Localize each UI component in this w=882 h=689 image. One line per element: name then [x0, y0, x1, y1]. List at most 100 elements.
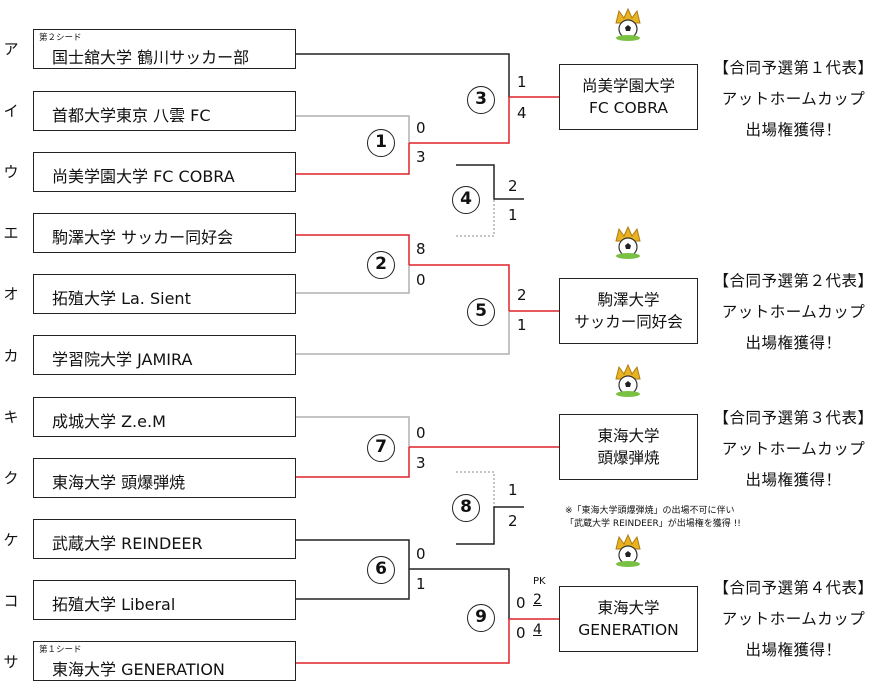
- qual-rank: 【合同予選第１代表】: [713, 59, 874, 77]
- score-m7-top: 0: [416, 424, 426, 442]
- qualification-text-2: 【合同予選第２代表】 アットホームカップ 出場権獲得！: [705, 266, 882, 359]
- qual-rank: 【合同予選第３代表】: [713, 409, 874, 427]
- qualification-text-3: 【合同予選第３代表】 アットホームカップ 出場権獲得！: [705, 403, 882, 496]
- score-m3-bottom: 4: [517, 104, 527, 122]
- qual-cup: アットホームカップ: [721, 303, 866, 321]
- team-box: 首都大学東京 八雲 FC: [33, 91, 296, 131]
- team-name: 成城大学 Z.e.M: [52, 412, 166, 431]
- team-box: 拓殖大学 Liberal: [33, 580, 296, 620]
- match-number-3: 3: [467, 86, 495, 114]
- score-m6-top: 0: [416, 545, 426, 563]
- team-name: 東海大学 頭爆弾焼: [52, 473, 186, 492]
- crown-soccer-ball-icon: [615, 7, 641, 41]
- match-number-8: 8: [452, 494, 480, 522]
- qualification-text-4: 【合同予選第４代表】 アットホームカップ 出場権獲得！: [705, 573, 882, 666]
- line-m8-top: [456, 471, 495, 507]
- winner-box-1: 尚美学園大学 FC COBRA: [559, 64, 698, 130]
- match-number-5: 5: [467, 298, 495, 326]
- note-line-1: ※「東海大学頭爆弾焼」の出場不可に伴い: [565, 506, 735, 516]
- qual-cup: アットホームカップ: [721, 440, 866, 458]
- team-name: 東海大学 GENERATION: [52, 660, 225, 679]
- row-label-o: オ: [3, 285, 19, 303]
- team-name: 国士舘大学 鶴川サッカー部: [52, 48, 250, 67]
- line-m2-top: [296, 234, 410, 265]
- score-m4-top: 2: [508, 177, 518, 195]
- row-label-sa: サ: [3, 653, 19, 671]
- qual-status: 出場権獲得！: [745, 334, 842, 352]
- winner-line1: 東海大学: [597, 599, 660, 617]
- qual-status: 出場権獲得！: [745, 471, 842, 489]
- match-number-6: 6: [367, 556, 395, 584]
- score-m7-bottom: 3: [416, 454, 426, 472]
- line-m4-bottom: [456, 199, 495, 237]
- team-box: 東海大学 頭爆弾焼: [33, 458, 296, 498]
- score-m8-top: 1: [508, 481, 518, 499]
- score-m3-top: 1: [517, 73, 527, 91]
- line-m6-bottom: [296, 569, 410, 600]
- row-label-i: イ: [3, 102, 19, 120]
- line-m7-bottom: [296, 447, 410, 478]
- line-m1-bottom: [296, 143, 410, 175]
- team-box: 拓殖大学 La. Sient: [33, 274, 296, 314]
- line-m1-top: [296, 115, 410, 143]
- winner-line1: 東海大学: [597, 427, 660, 445]
- winner-box-4: 東海大学 GENERATION: [559, 586, 698, 652]
- score-m2-bottom: 0: [416, 271, 426, 289]
- line-m9-bottom: [296, 619, 510, 664]
- team-box: 武蔵大学 REINDEER: [33, 519, 296, 559]
- line-m5-top: [409, 264, 510, 311]
- winner-line1: 尚美学園大学: [581, 77, 675, 95]
- team-box: 第２シード 国士舘大学 鶴川サッカー部: [33, 29, 296, 69]
- score-m8-bottom: 2: [508, 512, 518, 530]
- line-m2-bottom: [296, 265, 410, 294]
- crown-soccer-ball-icon: [615, 363, 641, 397]
- pk-score-top: 2: [533, 592, 542, 608]
- line-m7-top: [296, 416, 410, 447]
- team-box: 第１シード 東海大学 GENERATION: [33, 641, 296, 681]
- qual-status: 出場権獲得！: [745, 121, 842, 139]
- qualification-text-1: 【合同予選第１代表】 アットホームカップ 出場権獲得！: [705, 53, 882, 146]
- line-m3-top: [296, 53, 510, 97]
- seed-label: 第１シード: [39, 645, 82, 655]
- qual-cup: アットホームカップ: [721, 90, 866, 108]
- pk-label: PK: [533, 576, 546, 587]
- score-m2-top: 8: [416, 240, 426, 258]
- row-label-a: ア: [3, 40, 19, 58]
- note-line-2: 「武蔵大学 REINDEER」が出場権を獲得 !!: [565, 519, 741, 529]
- score-m6-bottom: 1: [416, 575, 426, 593]
- winner-line1: 駒澤大学: [597, 291, 660, 309]
- qual-cup: アットホームカップ: [721, 610, 866, 628]
- team-name: 拓殖大学 Liberal: [52, 595, 176, 614]
- winner-line2: サッカー同好会: [574, 313, 683, 331]
- score-m4-bottom: 1: [508, 206, 518, 224]
- score-m9-top: 0: [516, 594, 526, 612]
- match-number-4: 4: [452, 186, 480, 214]
- winner-box-3: 東海大学 頭爆弾焼: [559, 414, 698, 480]
- team-box: 尚美学園大学 FC COBRA: [33, 152, 296, 192]
- score-m5-top: 2: [517, 286, 527, 304]
- line-m6-top: [296, 539, 410, 569]
- line-m3-bottom: [409, 97, 510, 144]
- winner-line2: 頭爆弾焼: [597, 449, 660, 467]
- match-number-1: 1: [367, 129, 395, 157]
- line-m4-top: [456, 164, 524, 200]
- winner-box-2: 駒澤大学 サッカー同好会: [559, 278, 698, 344]
- replacement-note: ※「東海大学頭爆弾焼」の出場不可に伴い 「武蔵大学 REINDEER」が出場権を…: [565, 505, 741, 531]
- row-label-ki: キ: [3, 408, 19, 426]
- row-label-ko: コ: [3, 592, 19, 610]
- crown-soccer-ball-icon: [615, 225, 641, 259]
- match-number-7: 7: [367, 434, 395, 462]
- line-m9-top: [409, 568, 510, 619]
- pk-score-bottom: 4: [533, 622, 542, 638]
- match-number-2: 2: [367, 251, 395, 279]
- score-m1-bottom: 3: [416, 148, 426, 166]
- team-box: 成城大学 Z.e.M: [33, 397, 296, 437]
- row-label-e: エ: [3, 224, 19, 242]
- score-m1-top: 0: [416, 119, 426, 137]
- team-name: 武蔵大学 REINDEER: [52, 534, 203, 553]
- line-m8-bottom: [456, 506, 524, 545]
- team-name: 拓殖大学 La. Sient: [52, 289, 191, 308]
- row-label-u: ウ: [3, 163, 19, 181]
- seed-label: 第２シード: [39, 33, 82, 43]
- team-box: 学習院大学 JAMIRA: [33, 335, 296, 375]
